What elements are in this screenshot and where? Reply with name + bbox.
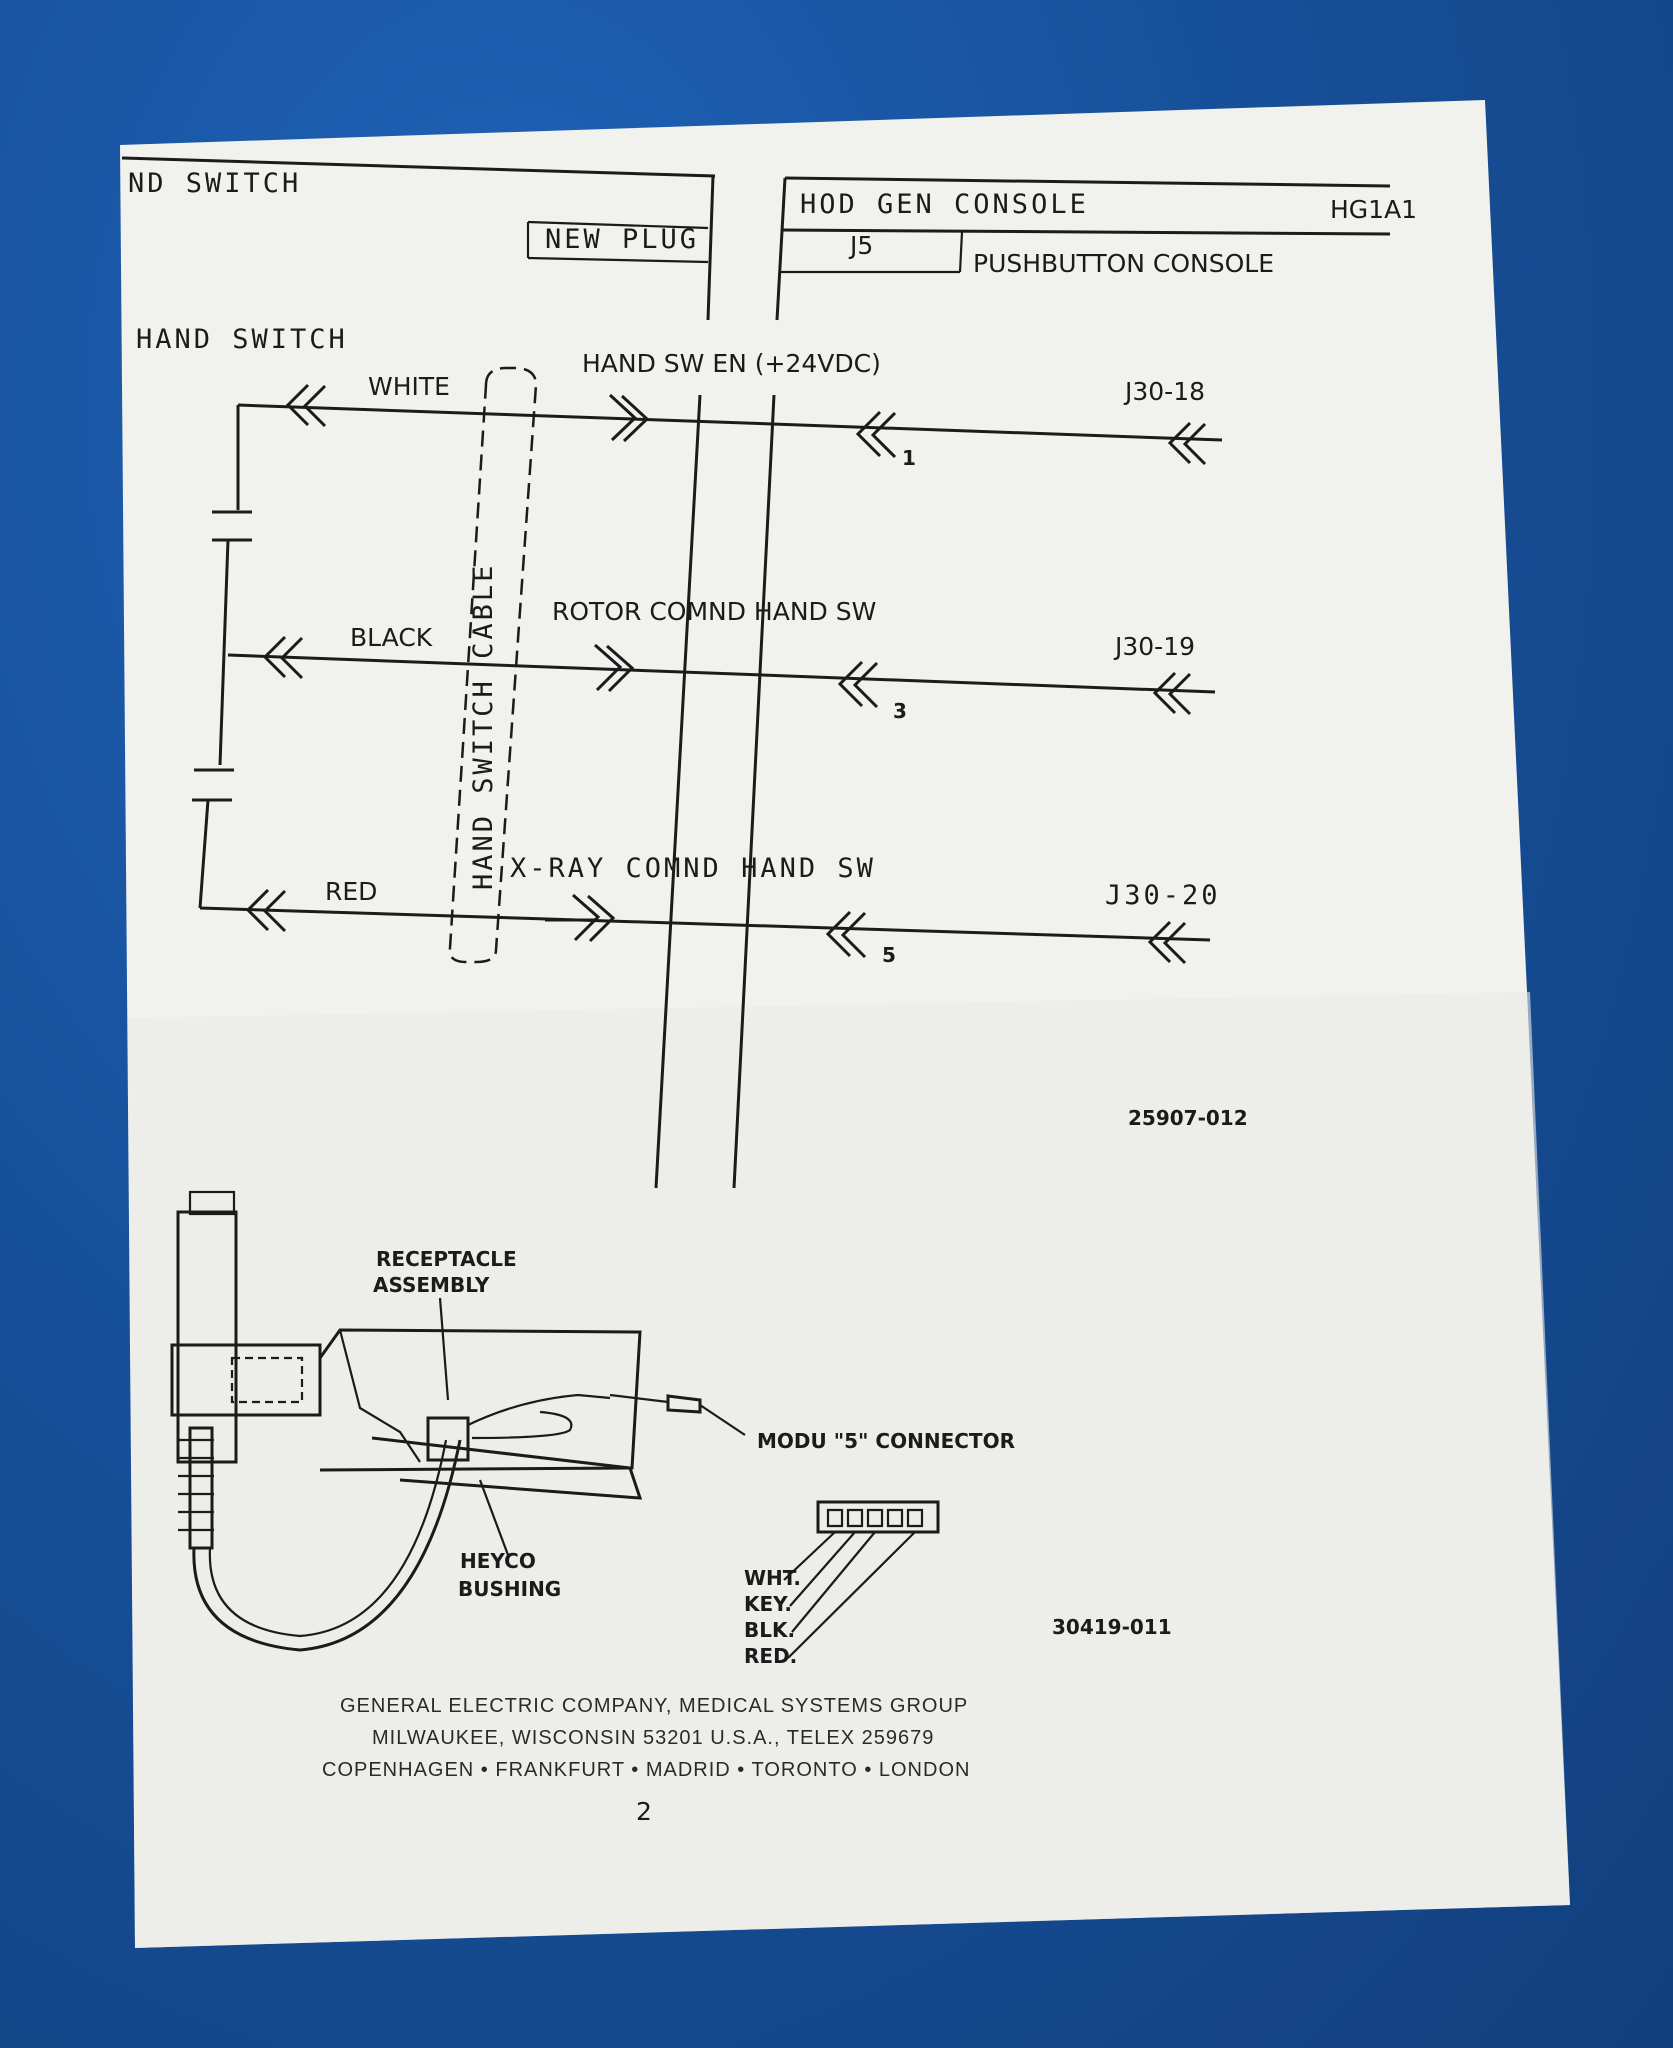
jack-j30-20: J30-20: [1105, 880, 1221, 911]
new-plug-label: NEW PLUG: [545, 224, 699, 255]
connector-wire-key: KEY.: [744, 1592, 792, 1616]
connector-wire-red: RED.: [744, 1644, 797, 1668]
jack-j30-19: J30-19: [1113, 632, 1195, 661]
hand-switch-cable-outline: [448, 366, 538, 964]
header-ref-label: HG1A1: [1330, 195, 1417, 224]
header-left-title: ND SWITCH: [128, 168, 301, 199]
receptacle-label-line1: RECEPTACLE: [376, 1247, 517, 1271]
page-number: 2: [636, 1797, 652, 1826]
footer-cities: COPENHAGEN • FRANKFURT • MADRID • TORONT…: [322, 1759, 970, 1781]
connector-pin-detail: [783, 1500, 940, 1659]
wire-color-white: WHITE: [368, 372, 450, 401]
receptacle-label-line2: ASSEMBLY: [373, 1273, 490, 1297]
heyco-label-line2: BUSHING: [458, 1577, 561, 1601]
connector-wire-blk: BLK.: [744, 1618, 795, 1642]
pin-3: 3: [893, 699, 907, 723]
plug-verticals: [654, 394, 776, 1189]
jack-j30-18: J30-18: [1123, 377, 1205, 406]
assembly-drawing-number: 30419-011: [1052, 1615, 1172, 1639]
connector-wire-wht: WHT.: [744, 1566, 801, 1590]
pushbutton-console-label: PUSHBUTTON CONSOLE: [973, 249, 1274, 278]
header-right-title: HOD GEN CONSOLE: [800, 189, 1089, 220]
wire-row-white: [237, 383, 1223, 466]
pin-5: 5: [882, 943, 896, 967]
hand-switch-title: HAND SWITCH: [136, 324, 348, 355]
hand-switch-cable-label: HAND SWITCH CABLE: [468, 563, 499, 890]
pin-1: 1: [902, 446, 916, 470]
footer-company: GENERAL ELECTRIC COMPANY, MEDICAL SYSTEM…: [340, 1695, 968, 1717]
signal-hand-sw-en: HAND SW EN (+24VDC): [582, 349, 881, 378]
modu-connector-label: MODU "5" CONNECTOR: [757, 1429, 1015, 1453]
paper-fold-shade: [128, 992, 1570, 1948]
wire-color-red: RED: [325, 877, 377, 906]
wire-row-black: [227, 635, 1216, 716]
signal-xray-comnd: X-RAY COMND HAND SW: [510, 853, 876, 884]
receptacle-assembly-drawing: [170, 1190, 746, 1652]
heyco-label-line1: HEYCO: [460, 1549, 536, 1573]
wire-row-red: [199, 888, 1211, 965]
hand-switch-contacts: [192, 405, 252, 909]
signal-rotor-comnd: ROTOR COMND HAND SW: [552, 597, 876, 626]
j5-label: J5: [848, 231, 873, 260]
footer-address: MILWAUKEE, WISCONSIN 53201 U.S.A., TELEX…: [372, 1727, 934, 1749]
schematic-drawing-number: 25907-012: [1128, 1106, 1248, 1130]
wire-color-black: BLACK: [350, 623, 433, 652]
header-block: [121, 156, 1391, 321]
